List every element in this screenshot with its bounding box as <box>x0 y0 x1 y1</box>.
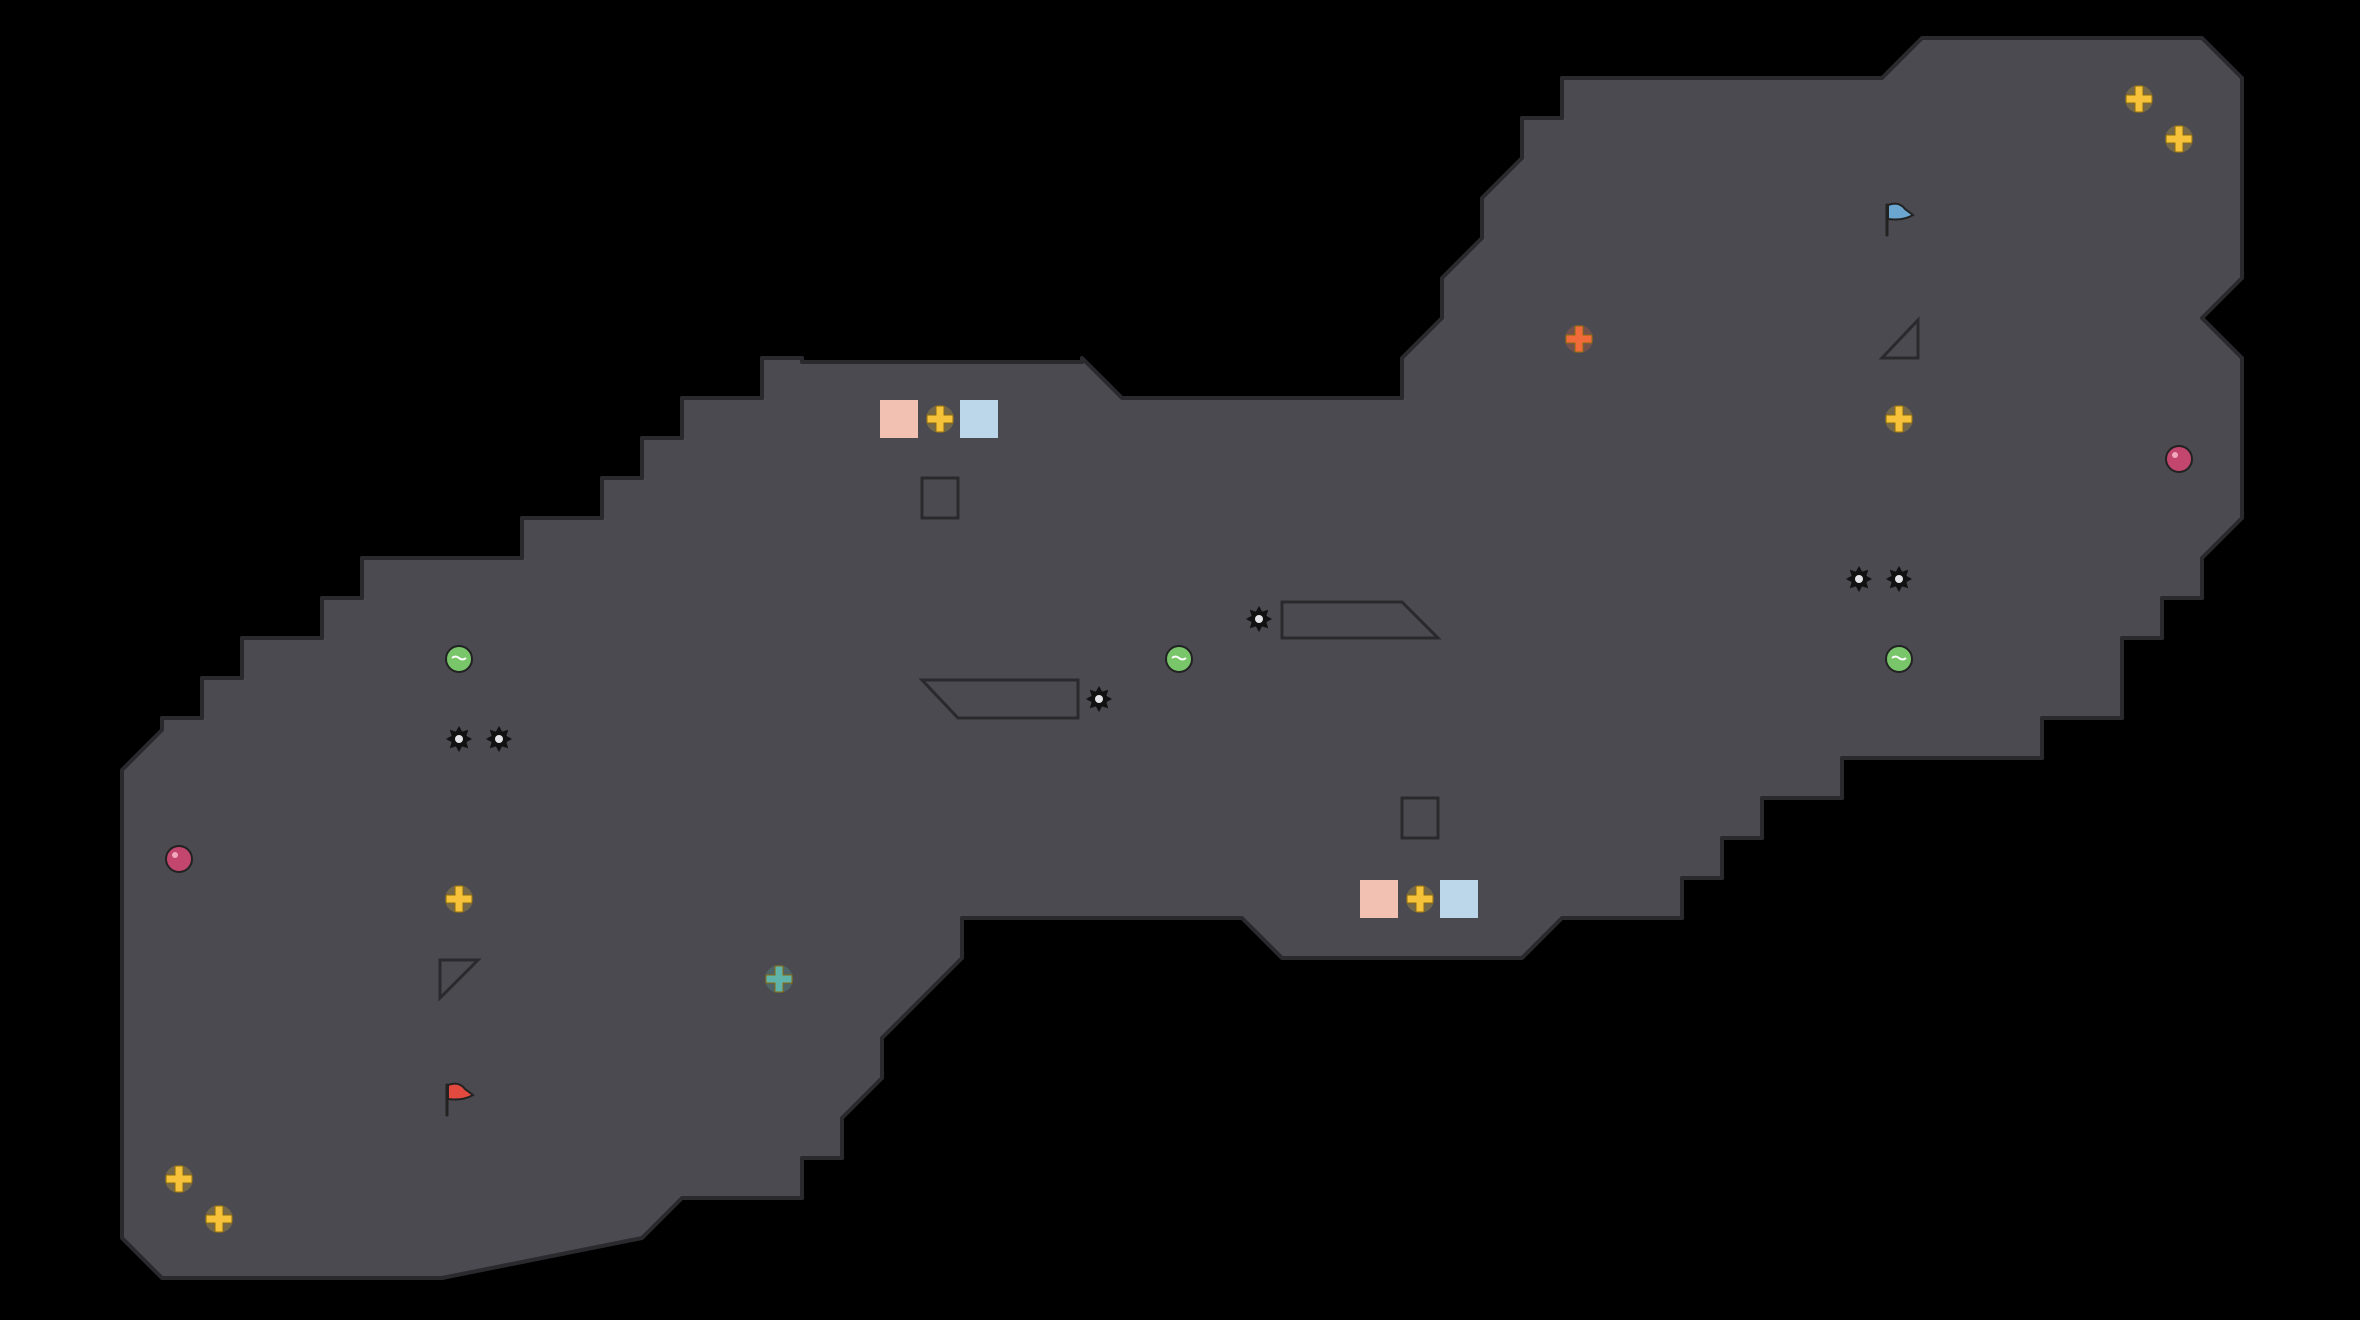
gate-pads <box>880 400 1478 918</box>
spike-icon <box>1086 686 1112 712</box>
boost-yellow-icon <box>205 1205 233 1233</box>
gate-pad-red <box>1360 880 1398 918</box>
gate-pad-blue <box>1440 880 1478 918</box>
powerup-icon <box>445 645 473 673</box>
boost-yellow-icon <box>2165 125 2193 153</box>
spike-icon <box>486 726 512 752</box>
flag-blue-icon <box>1885 202 1915 237</box>
boost-yellow-icon <box>926 405 954 433</box>
boost-teal-icon <box>765 965 793 993</box>
spike-icon <box>1886 566 1912 592</box>
boost-yellow-icon <box>165 1165 193 1193</box>
gate-pad-red <box>880 400 918 438</box>
wall-corner <box>1878 316 1920 360</box>
spike-icon <box>1246 606 1272 632</box>
powerup-icon <box>1165 645 1193 673</box>
flag-red-icon <box>445 1082 475 1117</box>
boost-yellow-icon <box>2125 85 2153 113</box>
wall-ramp <box>1280 600 1442 640</box>
boost-yellow-icon <box>1406 885 1434 913</box>
spike-icon <box>446 726 472 752</box>
map-objects <box>165 85 2193 1233</box>
gate-pad-blue <box>960 400 998 438</box>
boost-yellow-icon <box>1885 405 1913 433</box>
wall-ramp <box>918 678 1080 720</box>
wall-corner <box>438 958 482 1002</box>
bomb-icon <box>165 845 193 873</box>
bomb-icon <box>2165 445 2193 473</box>
boost-orange-icon <box>1565 325 1593 353</box>
boost-yellow-icon <box>445 885 473 913</box>
wall-block <box>920 476 960 520</box>
powerup-icon <box>1885 645 1913 673</box>
spike-icon <box>1846 566 1872 592</box>
wall-block <box>1400 796 1440 840</box>
